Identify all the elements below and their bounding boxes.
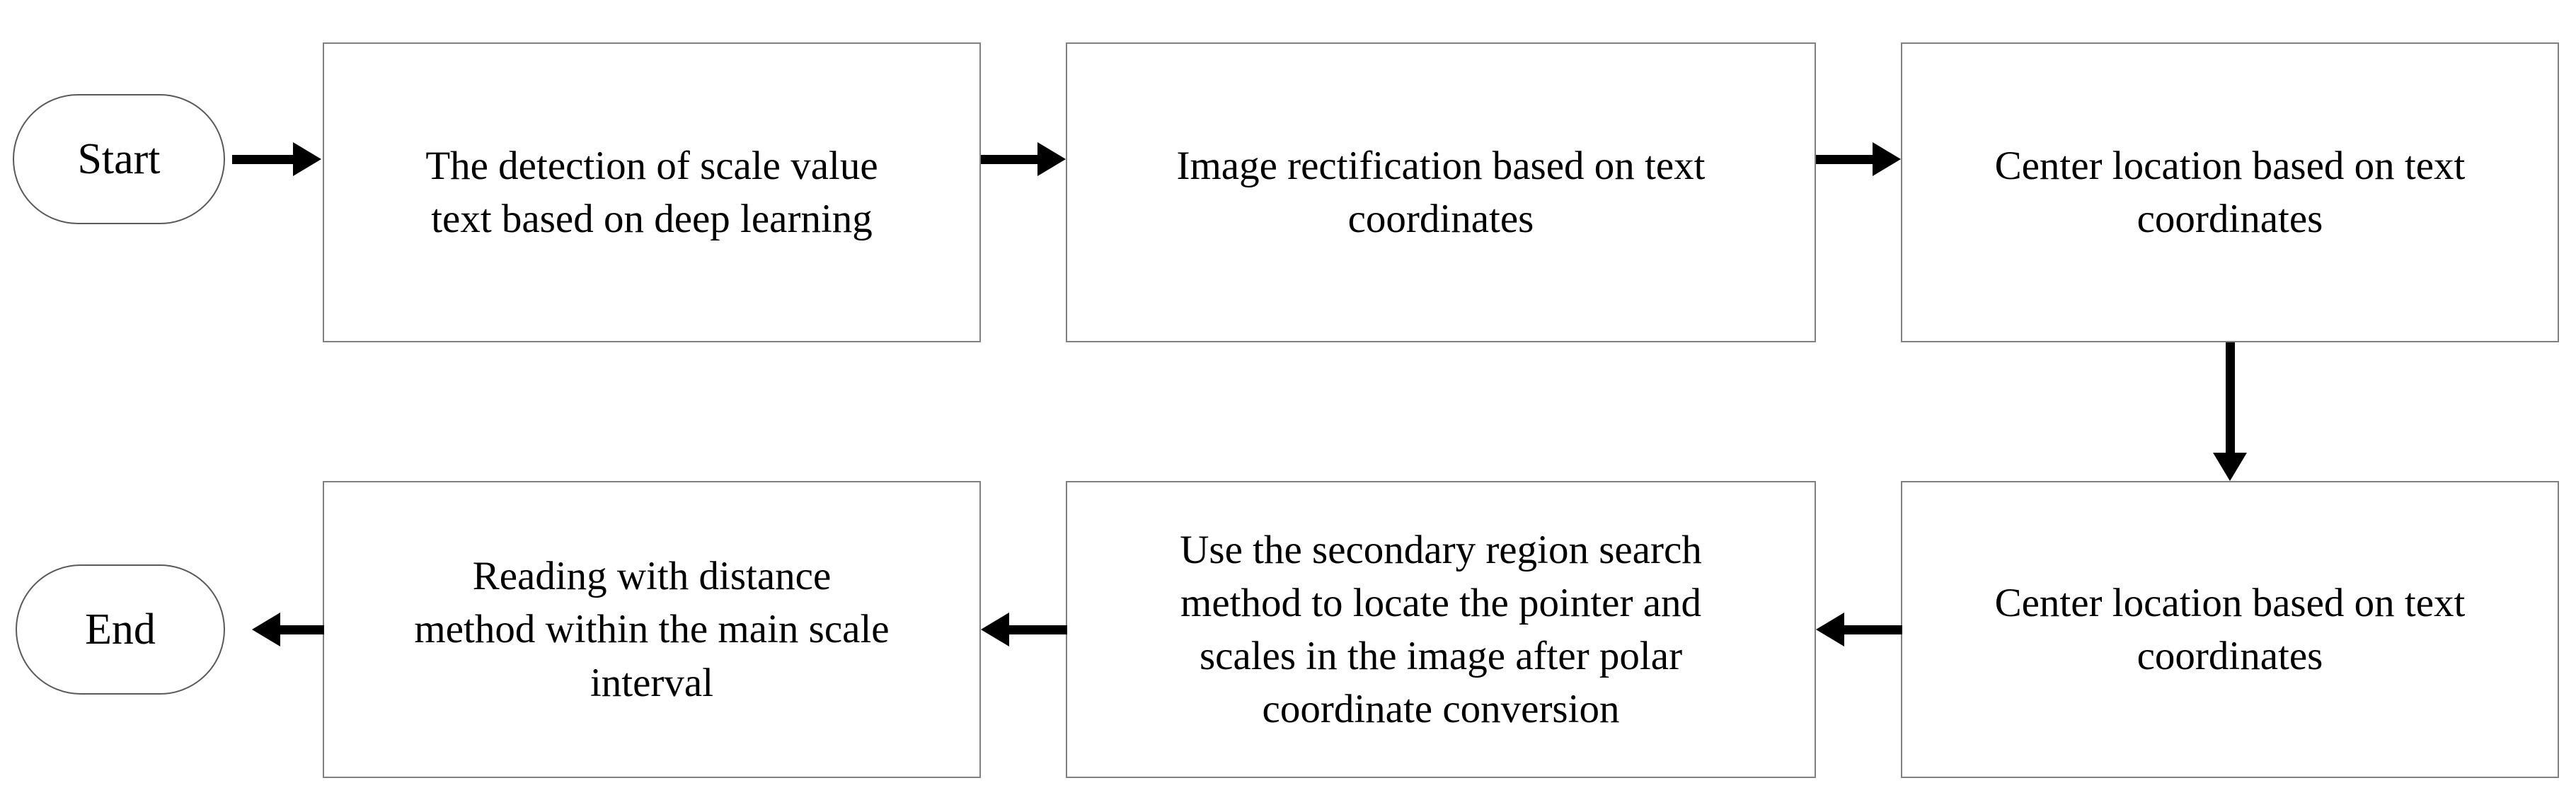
node-step4[interactable]: Center location based on text coordinate… bbox=[1901, 481, 2559, 778]
edge-shaft bbox=[232, 155, 294, 164]
edge-shaft bbox=[1008, 625, 1067, 634]
edge-step4-to-step5 bbox=[1816, 612, 1902, 647]
node-end[interactable]: End bbox=[16, 564, 225, 695]
node-start[interactable]: Start bbox=[13, 94, 225, 224]
node-start-label: Start bbox=[77, 134, 161, 183]
edge-step6-to-end bbox=[252, 612, 324, 647]
node-step3[interactable]: Center location based on text coordinate… bbox=[1901, 42, 2559, 342]
edge-step3-to-step4 bbox=[2212, 342, 2248, 481]
node-step6[interactable]: Reading with distance method within the … bbox=[323, 481, 981, 778]
edge-shaft bbox=[981, 155, 1039, 164]
edge-step2-to-step3 bbox=[1816, 141, 1901, 177]
edge-start-to-step1 bbox=[232, 141, 321, 177]
node-step6-label: Reading with distance method within the … bbox=[414, 554, 890, 705]
node-step3-label: Center location based on text coordinate… bbox=[1994, 143, 2466, 241]
edge-shaft bbox=[1843, 625, 1902, 634]
arrowhead-right-icon bbox=[1873, 142, 1901, 176]
edge-shaft bbox=[2226, 342, 2235, 454]
arrowhead-right-icon bbox=[293, 142, 321, 176]
edge-step1-to-step2 bbox=[981, 141, 1066, 177]
edge-step5-to-step6 bbox=[981, 612, 1067, 647]
arrowhead-left-icon bbox=[981, 613, 1009, 646]
node-end-label: End bbox=[85, 605, 156, 654]
edge-shaft bbox=[279, 625, 324, 634]
node-step5-label: Use the secondary region search method t… bbox=[1180, 527, 1702, 732]
arrowhead-right-icon bbox=[1037, 142, 1066, 176]
arrowhead-left-icon bbox=[252, 613, 280, 646]
arrowhead-left-icon bbox=[1816, 613, 1844, 646]
edge-shaft bbox=[1816, 155, 1874, 164]
node-step4-label: Center location based on text coordinate… bbox=[1994, 580, 2466, 678]
node-step1[interactable]: The detection of scale value text based … bbox=[323, 42, 981, 342]
arrowhead-down-icon bbox=[2213, 453, 2247, 481]
node-step2-label: Image rectification based on text coordi… bbox=[1176, 143, 1706, 241]
node-step5[interactable]: Use the secondary region search method t… bbox=[1066, 481, 1816, 778]
node-step1-label: The detection of scale value text based … bbox=[425, 143, 878, 241]
node-step2[interactable]: Image rectification based on text coordi… bbox=[1066, 42, 1816, 342]
